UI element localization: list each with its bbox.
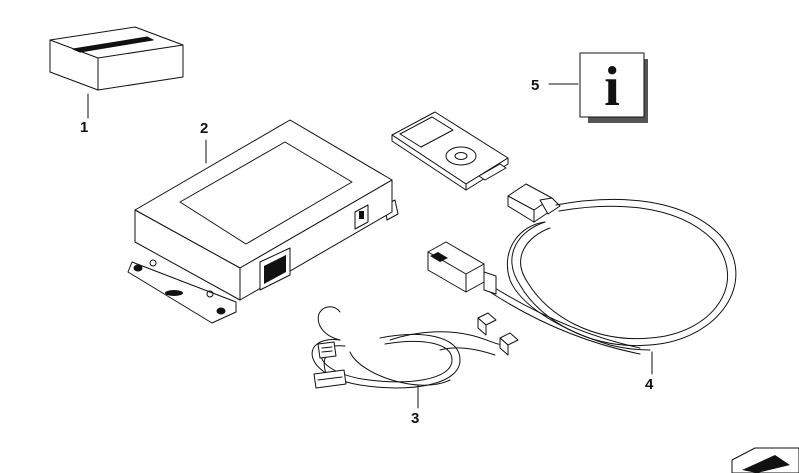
callout-part-2: 2: [200, 120, 209, 137]
callout-part-1: 1: [80, 119, 89, 136]
callout-part-5: 5: [531, 77, 540, 94]
callout-part-3: 3: [411, 410, 420, 427]
media-player-icon: [391, 111, 509, 191]
callout-part-4: 4: [645, 376, 654, 393]
info-icon: i: [579, 52, 648, 123]
arrow-icon: [731, 447, 799, 473]
info-glyph: i: [604, 56, 620, 118]
control-module-icon: [127, 119, 399, 324]
wiring-harness-icon: [311, 306, 519, 389]
box-icon: [49, 26, 184, 91]
adapter-cable-icon: [427, 183, 737, 355]
